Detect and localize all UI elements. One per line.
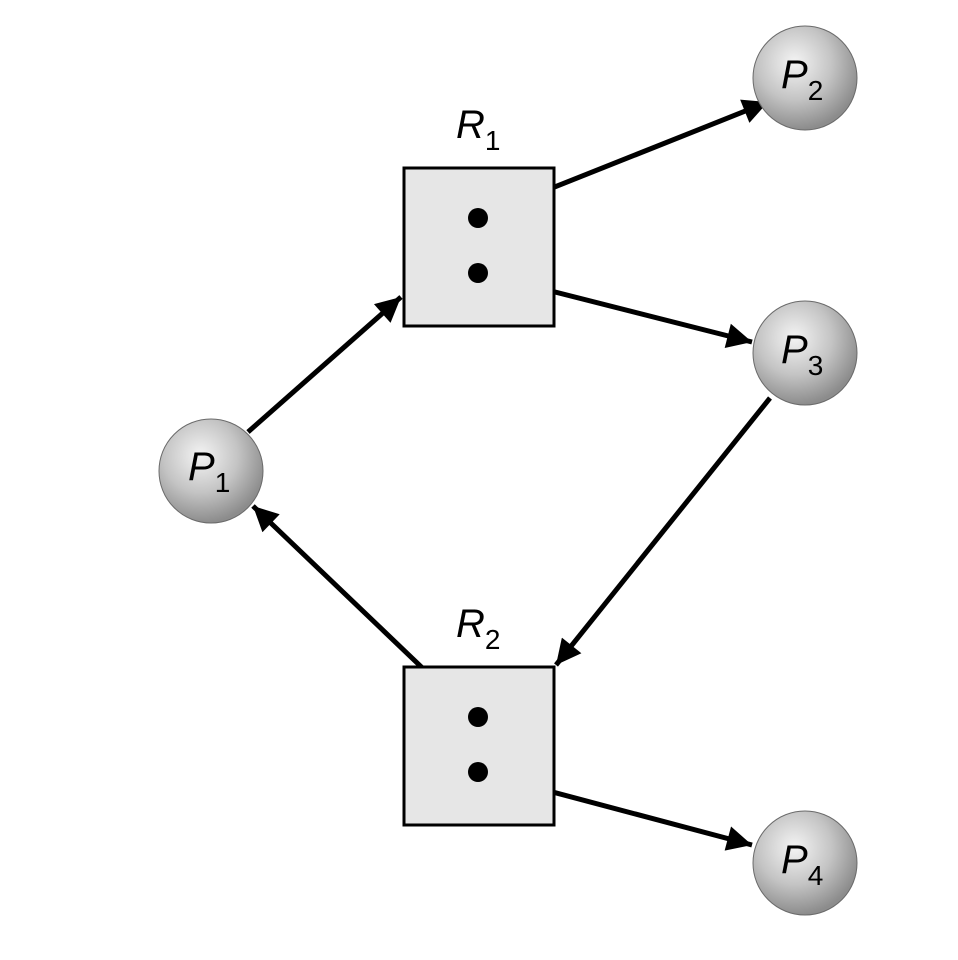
process-p1-label: P1 — [188, 445, 230, 498]
process-p4-node — [752, 810, 858, 916]
resource-r2: R2 — [402, 602, 556, 827]
process-p3: P3 — [752, 300, 858, 406]
resource-r1-instance — [468, 263, 488, 283]
edge-p1-to-r1 — [246, 295, 403, 434]
process-p1-node — [158, 418, 264, 524]
resource-r2-instance — [468, 762, 488, 782]
process-p4: P4 — [752, 810, 858, 916]
resource-r2-label: R2 — [456, 602, 500, 655]
resource-r2-instance — [468, 707, 488, 727]
process-p2-node — [752, 25, 858, 131]
resource-r1: R1 — [402, 103, 556, 328]
process-p4-label: P4 — [781, 838, 823, 891]
process-p2: P2 — [752, 25, 858, 131]
resource-r1-label: R1 — [456, 103, 500, 156]
resource-r1-box — [402, 166, 556, 328]
process-p3-node — [752, 300, 858, 406]
edge-p3-to-r2 — [554, 396, 772, 667]
process-p2-label: P2 — [781, 53, 823, 106]
process-p1: P1 — [158, 418, 264, 524]
resource-r2-box — [402, 665, 556, 827]
resource-r1-instance — [468, 208, 488, 228]
process-p3-label: P3 — [781, 328, 823, 381]
